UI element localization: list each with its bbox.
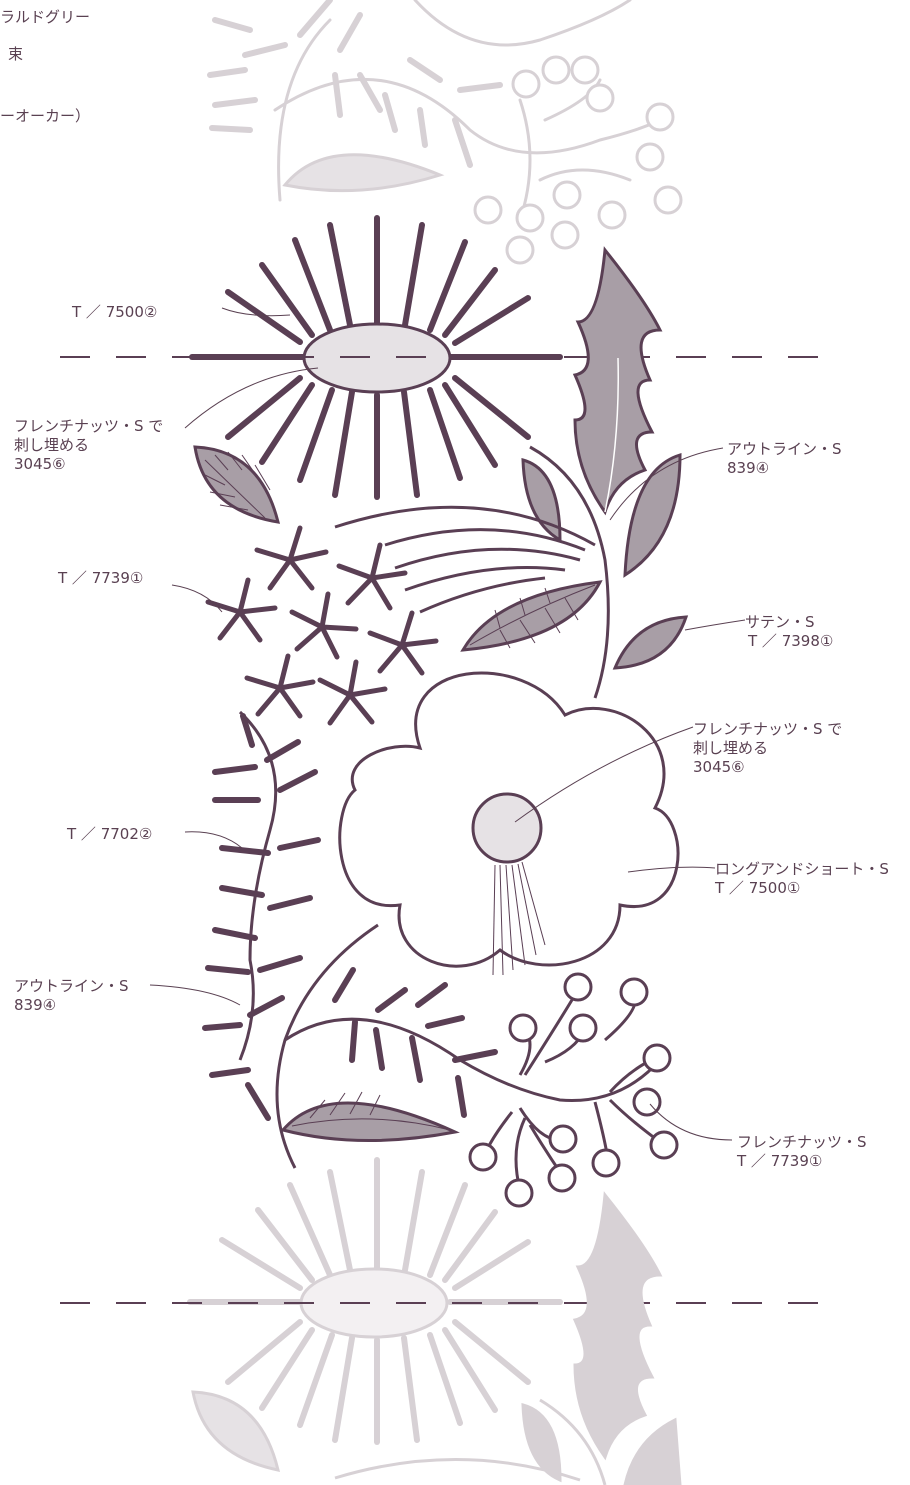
label-outline-left: アウトライン・S 839④ xyxy=(14,977,129,1014)
left-fern xyxy=(202,710,321,1121)
left-satin-leaf xyxy=(193,445,281,524)
cut-text-line-2: 束 xyxy=(8,45,24,63)
label-t7739-1: T ／ 7739① xyxy=(58,569,144,587)
faded-top-leaf xyxy=(282,153,445,193)
big-flower-shading-lines xyxy=(492,861,546,976)
label-t7500-2: T ／ 7500② xyxy=(72,303,158,321)
leader-lines xyxy=(149,307,746,1141)
faded-bottom-leaves xyxy=(191,1191,682,1485)
sunburst-center xyxy=(302,322,452,394)
label-satin-stitch: サテン・S T ／ 7398① xyxy=(745,613,834,650)
cut-text-line-1: ラルドグリー xyxy=(0,8,91,26)
label-french-knots-top: フレンチナッツ・S で 刺し埋める 3045⑥ xyxy=(14,417,164,473)
label-t7702-2: T ／ 7702② xyxy=(67,825,153,843)
cut-off-text-top-3: ーオーカー） xyxy=(0,107,90,126)
label-outline-right: アウトライン・S 839④ xyxy=(727,440,842,477)
bottom-branch xyxy=(275,923,679,1208)
cut-off-text-top: ラルドグリー xyxy=(0,8,90,27)
big-flower-center xyxy=(471,792,543,864)
label-french-knots-flower: フレンチナッツ・S で 刺し埋める 3045⑥ xyxy=(693,720,843,776)
right-leaf-branch xyxy=(334,246,689,699)
faded-top-berries xyxy=(473,55,683,265)
label-french-knots-berries: フレンチナッツ・S T ／ 7739① xyxy=(737,1133,867,1170)
label-long-and-short: ロングアンドショート・S T ／ 7500① xyxy=(715,860,889,897)
star-flowers xyxy=(205,525,439,726)
cut-text-line-3: ーオーカー） xyxy=(0,107,91,125)
faded-top-motif xyxy=(207,0,662,222)
cut-off-text-top-2: 束 xyxy=(8,45,23,64)
